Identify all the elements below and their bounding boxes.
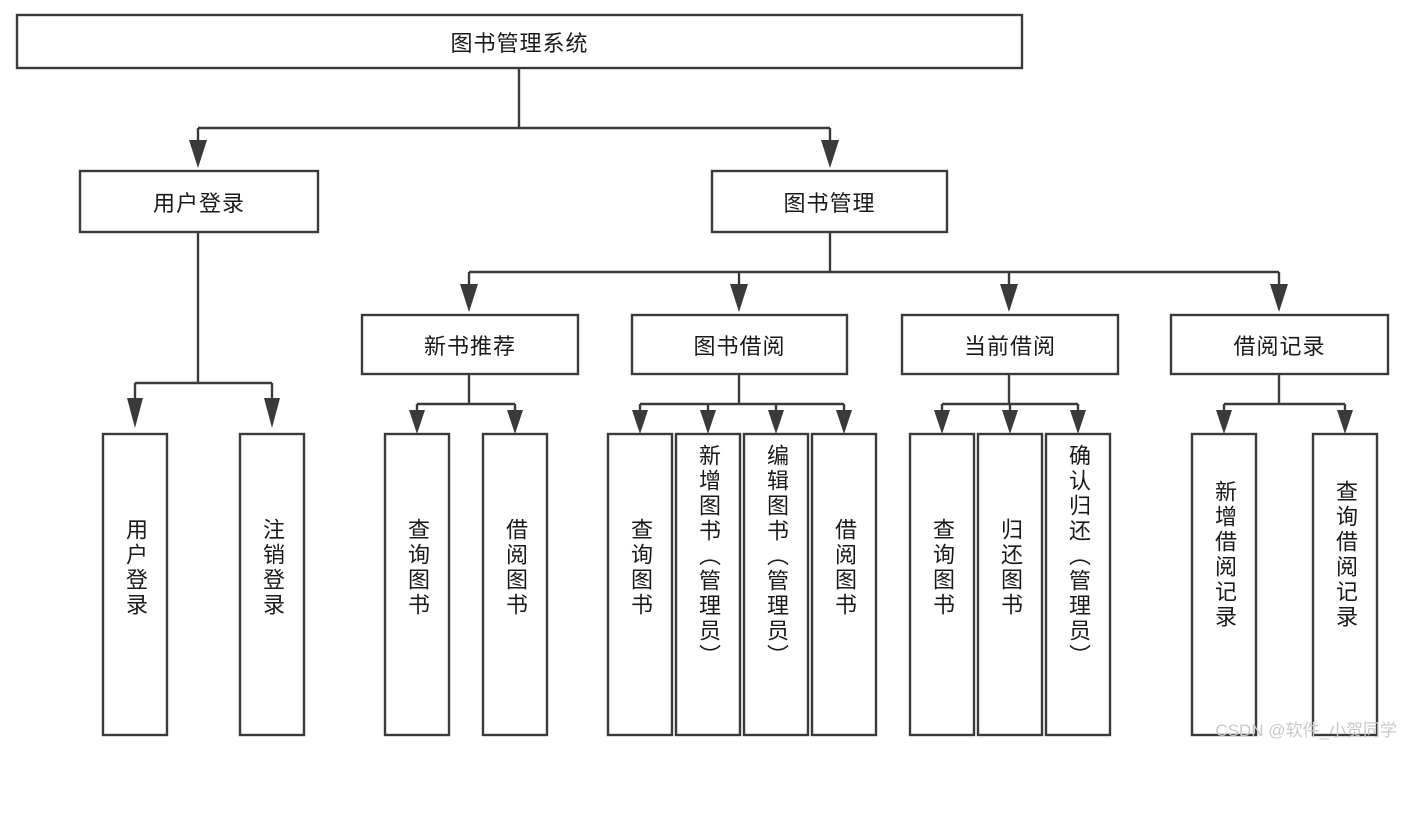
node-borrow-record[interactable] xyxy=(1169,313,1390,376)
node-new-book-recommend[interactable] xyxy=(360,313,580,376)
connector-group-root xyxy=(189,68,839,168)
node-leaf-edit-book[interactable] xyxy=(742,432,810,737)
node-book-borrow[interactable] xyxy=(630,313,849,376)
node-leaf-add-record[interactable] xyxy=(1190,432,1258,737)
node-leaf-confirm-return[interactable] xyxy=(1044,432,1112,737)
arrow-head-leaf-confirm-return xyxy=(1070,410,1086,434)
arrow-head-new-book-recommend xyxy=(460,284,478,312)
arrow-head-current-borrow xyxy=(1000,284,1018,312)
node-user-login[interactable] xyxy=(78,169,320,234)
arrow-head-leaf-borrow-book-2 xyxy=(836,410,852,434)
connector-group-new-book-recommend xyxy=(409,374,523,434)
diagram-canvas: 图书管理系统 用户登录 图书管理 新书推荐 图书借阅 当前借阅 借阅记录 用户登… xyxy=(15,13,1397,740)
node-leaf-borrow-book-1[interactable] xyxy=(481,432,549,737)
connector-group-current-borrow xyxy=(934,374,1086,434)
arrow-head-leaf-logout xyxy=(264,398,280,428)
node-leaf-return-book[interactable] xyxy=(976,432,1044,737)
connector-group-book-borrow xyxy=(632,374,852,434)
node-leaf-add-book[interactable] xyxy=(674,432,742,737)
arrow-head-leaf-query-book-2 xyxy=(632,410,648,434)
connector-group-book-manage xyxy=(460,232,1288,312)
node-current-borrow[interactable] xyxy=(900,313,1120,376)
arrow-head-leaf-query-book-3 xyxy=(934,410,950,434)
node-leaf-query-book-3[interactable] xyxy=(908,432,976,737)
node-leaf-query-book-1[interactable] xyxy=(383,432,451,737)
node-book-manage[interactable] xyxy=(710,169,949,234)
arrow-head-leaf-edit-book xyxy=(768,410,784,434)
arrow-head-leaf-return-book xyxy=(1002,410,1018,434)
arrow-head-leaf-add-record xyxy=(1216,410,1232,434)
node-leaf-query-record[interactable] xyxy=(1311,432,1379,737)
arrow-head-leaf-borrow-book-1 xyxy=(507,410,523,434)
tree-diagram-svg xyxy=(15,13,1390,737)
arrow-head-borrow-record xyxy=(1270,284,1288,312)
arrow-head-user-login xyxy=(189,140,207,168)
connector-group-borrow-record xyxy=(1216,374,1353,434)
arrow-head-leaf-user-login xyxy=(127,398,143,428)
node-root[interactable] xyxy=(15,13,1024,70)
node-leaf-query-book-2[interactable] xyxy=(606,432,674,737)
node-leaf-borrow-book-2[interactable] xyxy=(810,432,878,737)
node-leaf-logout[interactable] xyxy=(238,432,306,737)
arrow-head-book-borrow xyxy=(730,284,748,312)
arrow-head-book-manage xyxy=(821,140,839,168)
arrow-head-leaf-query-record xyxy=(1337,410,1353,434)
arrow-head-leaf-query-book-1 xyxy=(409,410,425,434)
connector-group-user-login xyxy=(127,232,280,428)
arrow-head-leaf-add-book xyxy=(700,410,716,434)
node-leaf-user-login[interactable] xyxy=(101,432,169,737)
